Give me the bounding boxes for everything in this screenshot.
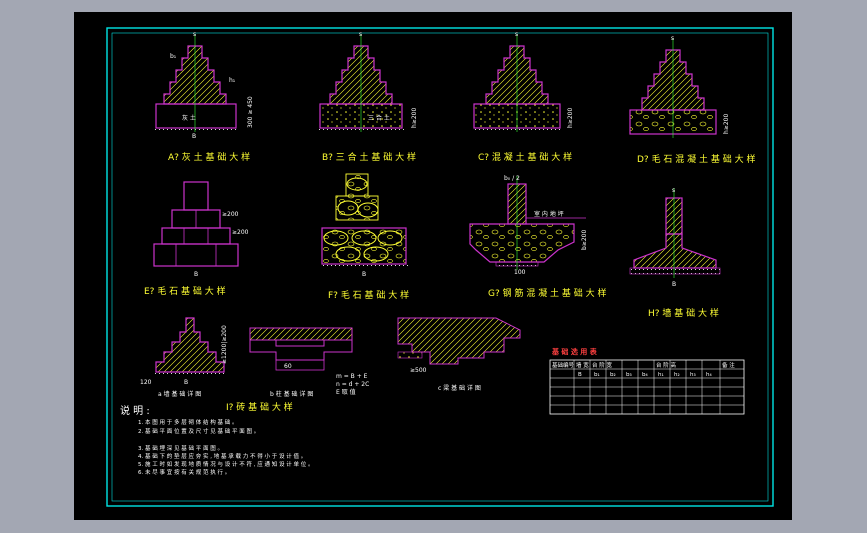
svg-text:s: s	[193, 31, 196, 38]
detail-d[interactable]: s h≥200 D? 毛 石 混 凝 土 基 础 大 样	[628, 35, 755, 165]
svg-text:s: s	[359, 31, 362, 38]
svg-text:≥500: ≥500	[410, 367, 427, 374]
detail-i-sub-c: c 梁 基 础 详 图	[438, 384, 481, 392]
svg-text:60: 60	[284, 363, 292, 370]
svg-text:b₁: b₁	[170, 53, 177, 60]
detail-c-caption: C? 混 凝 土 基 础 大 样	[478, 151, 572, 163]
svg-text:B: B	[362, 271, 366, 278]
table-subheader-cell: b₃	[626, 372, 632, 378]
table-subheader-cell: h₄	[706, 372, 712, 378]
table-subheader-cell: B	[578, 372, 582, 378]
notes-heading: 说 明 :	[120, 404, 150, 417]
notes-line: 2. 基 础 平 面 位 置 及 尺 寸 见 基 础 平 面 图 。	[138, 427, 259, 435]
table-header-cell: 台 阶 宽	[592, 361, 612, 369]
detail-i-caption: I? 砖 基 础 大 样	[226, 401, 293, 413]
detail-d-caption: D? 毛 石 混 凝 土 基 础 大 样	[637, 153, 755, 165]
detail-i[interactable]: ≥1200|≥200 120 B a 墙 基 础 详 图 60 b 柱 基 础 …	[140, 317, 521, 413]
detail-b-caption: B? 三 合 土 基 础 大 样	[322, 151, 416, 163]
detail-a[interactable]: 灰 土 s b₁ h₁ B 300 ≥ 450 A? 灰 土 基 础 大 样	[154, 31, 254, 163]
table-header-cell: 台 阶 高	[656, 361, 676, 369]
detail-g[interactable]: 室 内 地 坪 b₀ / 2 100 b≥200 G? 钢 筋 混 凝 土 基 …	[469, 175, 607, 299]
detail-g-note: 室 内 地 坪	[534, 210, 564, 218]
table-title: 基 础 选 用 表	[551, 347, 598, 356]
table-subheader-cell: b₄	[642, 372, 648, 378]
svg-text:300 ≥ 450: 300 ≥ 450	[247, 96, 254, 128]
svg-text:100: 100	[514, 269, 526, 276]
svg-text:≥1200|≥200: ≥1200|≥200	[221, 325, 228, 364]
svg-text:B: B	[184, 379, 188, 386]
svg-text:≥200: ≥200	[222, 211, 239, 218]
notes-lines: 1. 本 图 用 于 多 层 砌 体 结 构 基 础 。2. 基 础 平 面 位…	[138, 418, 313, 476]
detail-i-formula-1: m = B + E	[336, 373, 368, 380]
svg-text:B: B	[672, 281, 676, 288]
table-grid	[550, 360, 744, 414]
table-header-cell: 墙 宽	[576, 361, 589, 369]
notes-line: 4. 基 础 下 的 垫 层 应 夯 实 , 地 基 承 载 力 不 得 小 于…	[138, 452, 306, 460]
detail-c[interactable]: s h≥200 C? 混 凝 土 基 础 大 样	[472, 31, 574, 163]
detail-e-caption: E? 毛 石 基 础 大 样	[144, 285, 226, 297]
svg-text:120: 120	[140, 379, 152, 386]
svg-text:≥200: ≥200	[232, 229, 249, 236]
detail-a-caption: A? 灰 土 基 础 大 样	[168, 151, 250, 163]
table-subheader-cell: h₃	[690, 372, 696, 378]
detail-g-caption: G? 钢 筋 混 凝 土 基 础 大 样	[488, 287, 607, 299]
detail-h[interactable]: s B H? 墙 基 础 大 样	[629, 187, 721, 319]
svg-text:h₁: h₁	[229, 77, 236, 84]
detail-f[interactable]: B F? 毛 石 基 础 大 样	[320, 173, 409, 301]
svg-text:s: s	[671, 35, 674, 42]
detail-b[interactable]: 三 合 土 s h≥200 B? 三 合 土 基 础 大 样	[318, 31, 418, 163]
table-header-cell: 基础编号	[552, 361, 575, 369]
detail-a-fill-label: 灰 土	[182, 114, 196, 122]
detail-b-fill-label: 三 合 土	[368, 114, 390, 122]
drawing-sheet[interactable]: 灰 土 s b₁ h₁ B 300 ≥ 450 A? 灰 土 基 础 大 样 三…	[74, 12, 792, 520]
drawing-canvas: 灰 土 s b₁ h₁ B 300 ≥ 450 A? 灰 土 基 础 大 样 三…	[106, 27, 774, 507]
notes: 说 明 : 1. 本 图 用 于 多 层 砌 体 结 构 基 础 。2. 基 础…	[120, 404, 313, 476]
table-subheader-cell: h₁	[658, 372, 664, 378]
svg-text:h≥200: h≥200	[567, 108, 574, 128]
drawing-frame	[106, 27, 774, 507]
svg-text:s: s	[515, 31, 518, 38]
detail-i-sub-b: b 柱 基 础 详 图	[270, 390, 313, 398]
detail-e[interactable]: ≥200 ≥200 B E? 毛 石 基 础 大 样	[144, 181, 249, 297]
detail-f-caption: F? 毛 石 基 础 大 样	[328, 289, 409, 301]
notes-line: 5. 施 工 时 如 发 现 地 质 情 况 与 设 计 不 符 , 应 通 知…	[138, 460, 313, 468]
svg-text:s: s	[672, 187, 675, 194]
table-header-cell: 备 注	[722, 361, 735, 369]
svg-text:b₀ / 2: b₀ / 2	[504, 175, 520, 182]
detail-i-formula-2: n = d + 2C	[336, 381, 369, 388]
svg-text:h≥200: h≥200	[411, 108, 418, 128]
detail-h-caption: H? 墙 基 础 大 样	[648, 307, 719, 319]
table-subheader-cell: b₁	[594, 372, 600, 378]
detail-i-sub-a: a 墙 基 础 详 图	[158, 390, 201, 398]
detail-i-formula-3: E 取 值	[336, 388, 356, 396]
svg-text:B: B	[194, 271, 198, 278]
drawing-inner-frame	[111, 32, 769, 502]
svg-text:b≥200: b≥200	[581, 230, 588, 250]
table-subheader-cell: b₂	[610, 372, 616, 378]
notes-line: 3. 基 础 埋 深 见 基 础 平 面 图 。	[138, 444, 223, 452]
svg-text:h≥200: h≥200	[723, 114, 730, 134]
svg-text:B: B	[192, 133, 196, 140]
notes-line: 1. 本 图 用 于 多 层 砌 体 结 构 基 础 。	[138, 418, 237, 426]
table-subheader-cell: h₂	[674, 372, 680, 378]
notes-line: 6. 未 尽 事 宜 按 有 关 规 范 执 行 。	[138, 468, 230, 476]
